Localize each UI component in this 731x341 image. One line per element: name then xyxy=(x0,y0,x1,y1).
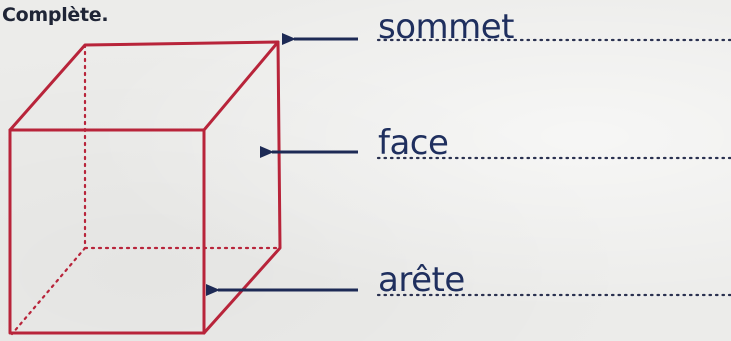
label-vertex: sommet xyxy=(378,7,515,47)
hidden-edges xyxy=(10,43,282,336)
right-face-edges xyxy=(202,40,282,335)
top-face-edges xyxy=(8,40,280,132)
visible-edges xyxy=(8,40,282,335)
label-face: face xyxy=(378,123,449,163)
answer-lines xyxy=(376,38,731,297)
arrows xyxy=(206,33,358,296)
hidden-edge-bottom-left xyxy=(10,246,87,336)
exercise-instruction: Complète. xyxy=(2,4,109,26)
front-face xyxy=(8,128,206,335)
label-edge: arête xyxy=(378,260,465,300)
